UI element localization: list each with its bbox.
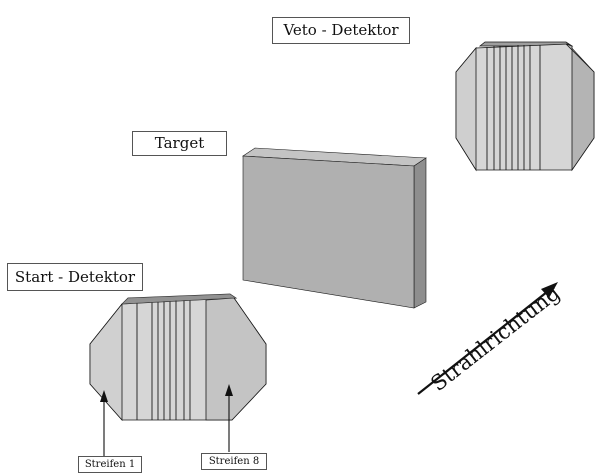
start-detector-label: Start - Detektor <box>7 263 143 291</box>
target-label: Target <box>132 131 227 156</box>
strip-8-label: Streifen 8 <box>201 453 267 470</box>
strip-8-pointer <box>225 384 233 452</box>
strip-1-label: Streifen 1 <box>78 456 142 473</box>
beam-direction-label: Strahlrichtung <box>426 281 564 396</box>
veto-detector <box>455 41 595 172</box>
strip-1-pointer <box>100 390 108 458</box>
target-plate <box>242 147 427 309</box>
beam-direction-arrow <box>417 282 558 395</box>
start-detector <box>89 293 267 422</box>
veto-detector-label: Veto - Detektor <box>272 17 410 44</box>
